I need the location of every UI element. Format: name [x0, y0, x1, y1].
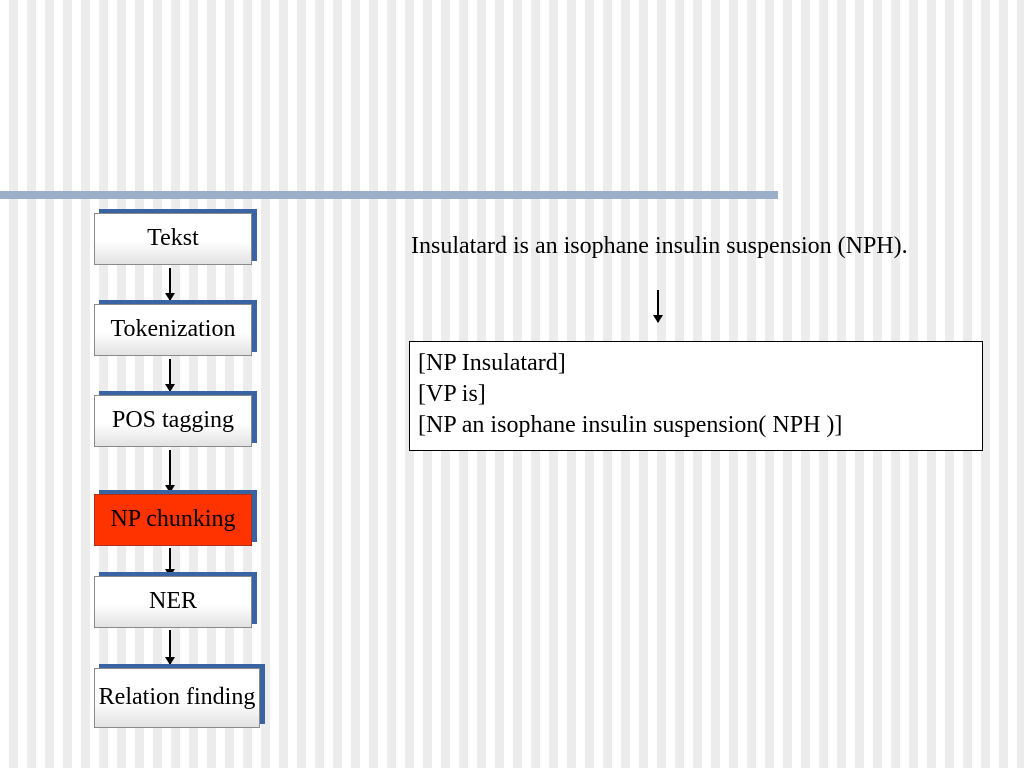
chunk-result-box: [NP Insulatard] [VP is] [NP an isophane …: [409, 341, 983, 451]
arrow-down-icon: [165, 630, 175, 665]
arrow-down-icon: [165, 359, 175, 392]
arrow-down-icon: [165, 450, 175, 493]
title-divider: [0, 191, 778, 199]
stage-np-chunking[interactable]: NP chunking: [94, 490, 257, 546]
stage-tokenization[interactable]: Tokenization: [94, 300, 257, 356]
example-sentence: Insulatard is an isophane insulin suspen…: [411, 233, 908, 259]
stage-relation-finding[interactable]: Relation finding: [94, 664, 265, 728]
stage-label: NP chunking: [94, 494, 252, 546]
stage-label: POS tagging: [94, 395, 252, 447]
stage-pos-tagging[interactable]: POS tagging: [94, 391, 257, 447]
stage-label: Tokenization: [94, 304, 252, 356]
chunk-line: [VP is]: [418, 381, 486, 407]
arrow-down-icon: [653, 290, 663, 323]
stage-label: NER: [94, 576, 252, 628]
stage-ner[interactable]: NER: [94, 572, 257, 628]
chunk-line: [NP Insulatard]: [418, 350, 566, 376]
arrow-down-icon: [165, 268, 175, 301]
chunk-line: [NP an isophane insulin suspension( NPH …: [418, 412, 843, 438]
stage-tekst[interactable]: Tekst: [94, 209, 257, 265]
stage-label: Relation finding: [94, 668, 260, 728]
stage-label: Tekst: [94, 213, 252, 265]
